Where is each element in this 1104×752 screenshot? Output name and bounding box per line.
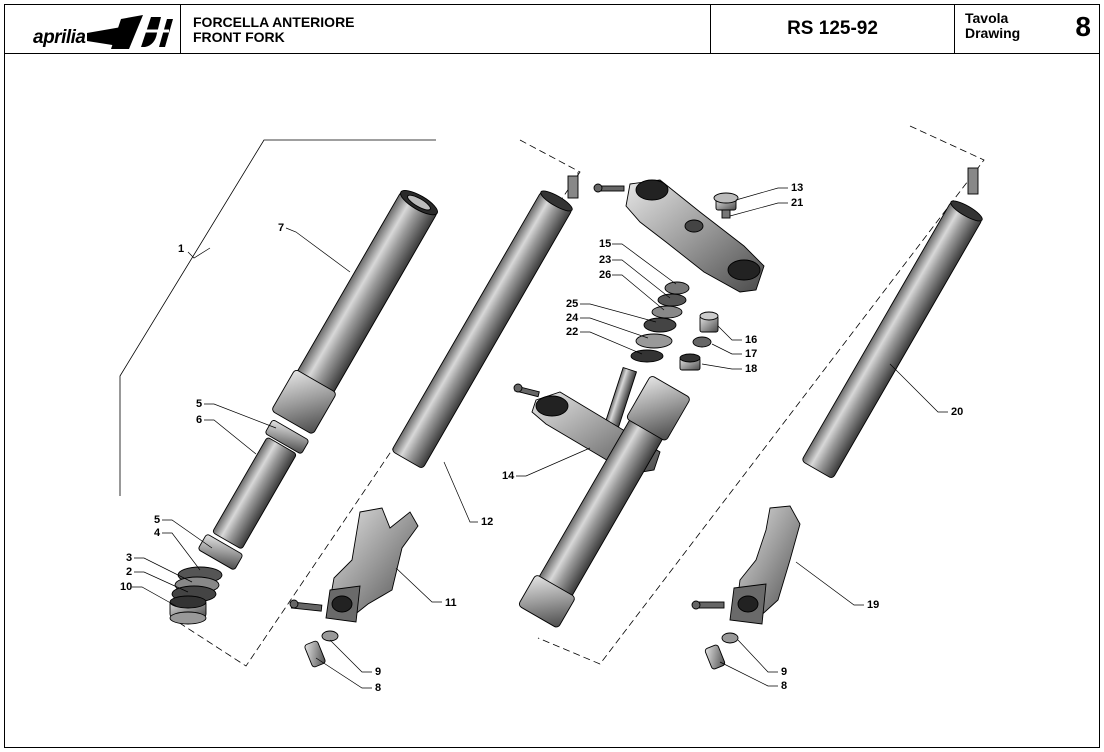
fork-tube-20 [802,200,983,478]
steering-assembly [513,179,765,628]
title-english: FRONT FORK [193,29,285,45]
callout-7: 7 [278,222,284,234]
washer-9b [721,632,739,644]
callout-17: 17 [745,348,757,360]
upper-triple-clamp-21 [625,179,765,293]
callout-16: 16 [745,334,757,346]
callout-9-left: 9 [375,666,381,678]
center-left-fork [289,175,579,668]
callout-12: 12 [481,516,493,528]
bolt-19 [691,600,725,610]
outer-slider-7 [272,190,438,434]
callout-13: 13 [791,182,803,194]
fork-tube-12 [392,190,573,468]
callout-10: 10 [120,581,132,593]
cup-22 [630,349,664,363]
screw-8a [304,640,326,668]
screw-8b [704,644,726,670]
washer-26 [651,305,683,319]
leader-lines [132,187,948,689]
title-block: FORCELLA ANTERIORE FRONT FORK [193,15,355,45]
bush-16 [699,311,719,333]
logo-cell: aprilia [5,5,181,53]
callout-25: 25 [566,298,578,310]
table-label-english: Drawing [965,25,1021,41]
callout-8-left: 8 [375,682,381,694]
table-cell: Tavola Drawing 8 [955,5,1101,53]
model-code: RS 125-92 [787,18,878,39]
callout-2: 2 [126,566,132,578]
table-label: Tavola Drawing [965,11,1020,41]
inner-tube-6 [198,420,309,570]
header-divider [5,53,1099,54]
spacer-18 [679,353,701,371]
callout-15: 15 [599,238,611,250]
aprilia-logo-icon [87,15,173,49]
callout-11: 11 [445,597,457,609]
center-fork-leg [518,376,690,628]
brand-wordmark: aprilia [33,27,86,48]
callout-1: 1 [178,243,184,255]
plug-10 [169,595,207,625]
title-cell: FORCELLA ANTERIORE FRONT FORK [181,5,711,53]
cap-nut-13 [713,192,739,219]
callout-20: 20 [951,406,963,418]
tube-20-tip [967,167,979,195]
nut-15 [664,281,690,295]
table-label-italian: Tavola [965,10,1009,26]
drawing-sheet: aprilia FORCELLA ANTERIORE FRONT FORK RS… [4,4,1100,748]
callout-24: 24 [566,312,579,324]
title-italian: FORCELLA ANTERIORE [193,14,355,30]
callout-8-right: 8 [781,680,787,692]
callout-18: 18 [745,363,757,375]
table-number: 8 [1075,11,1091,42]
bolt-11 [289,599,323,612]
bearing-24 [635,333,673,349]
fork-foot-19 [729,505,801,625]
washer-23 [657,293,687,307]
bolt-21 [593,183,625,193]
right-fork [691,167,983,670]
tube-12-tip [567,175,579,199]
callout-14: 14 [502,470,515,482]
model-cell: RS 125-92 [711,5,955,53]
callout-9-right: 9 [781,666,787,678]
bolt-14 [513,383,540,398]
oring-17 [692,336,712,348]
bearing-25 [643,317,677,333]
fork-foot-11 [325,507,419,623]
callout-21: 21 [791,197,803,209]
callout-19: 19 [867,599,879,611]
callout-5-lower: 5 [154,514,160,526]
callout-26: 26 [599,269,611,281]
callout-23: 23 [599,254,611,266]
callout-4: 4 [154,527,161,539]
callout-5-upper: 5 [196,398,202,410]
callout-3: 3 [126,552,132,564]
callout-6: 6 [196,414,202,426]
washer-9a [321,630,339,642]
callout-22: 22 [566,326,578,338]
callout-labels: 1 7 5 6 5 4 3 2 10 12 11 9 8 13 21 15 23… [120,182,963,694]
